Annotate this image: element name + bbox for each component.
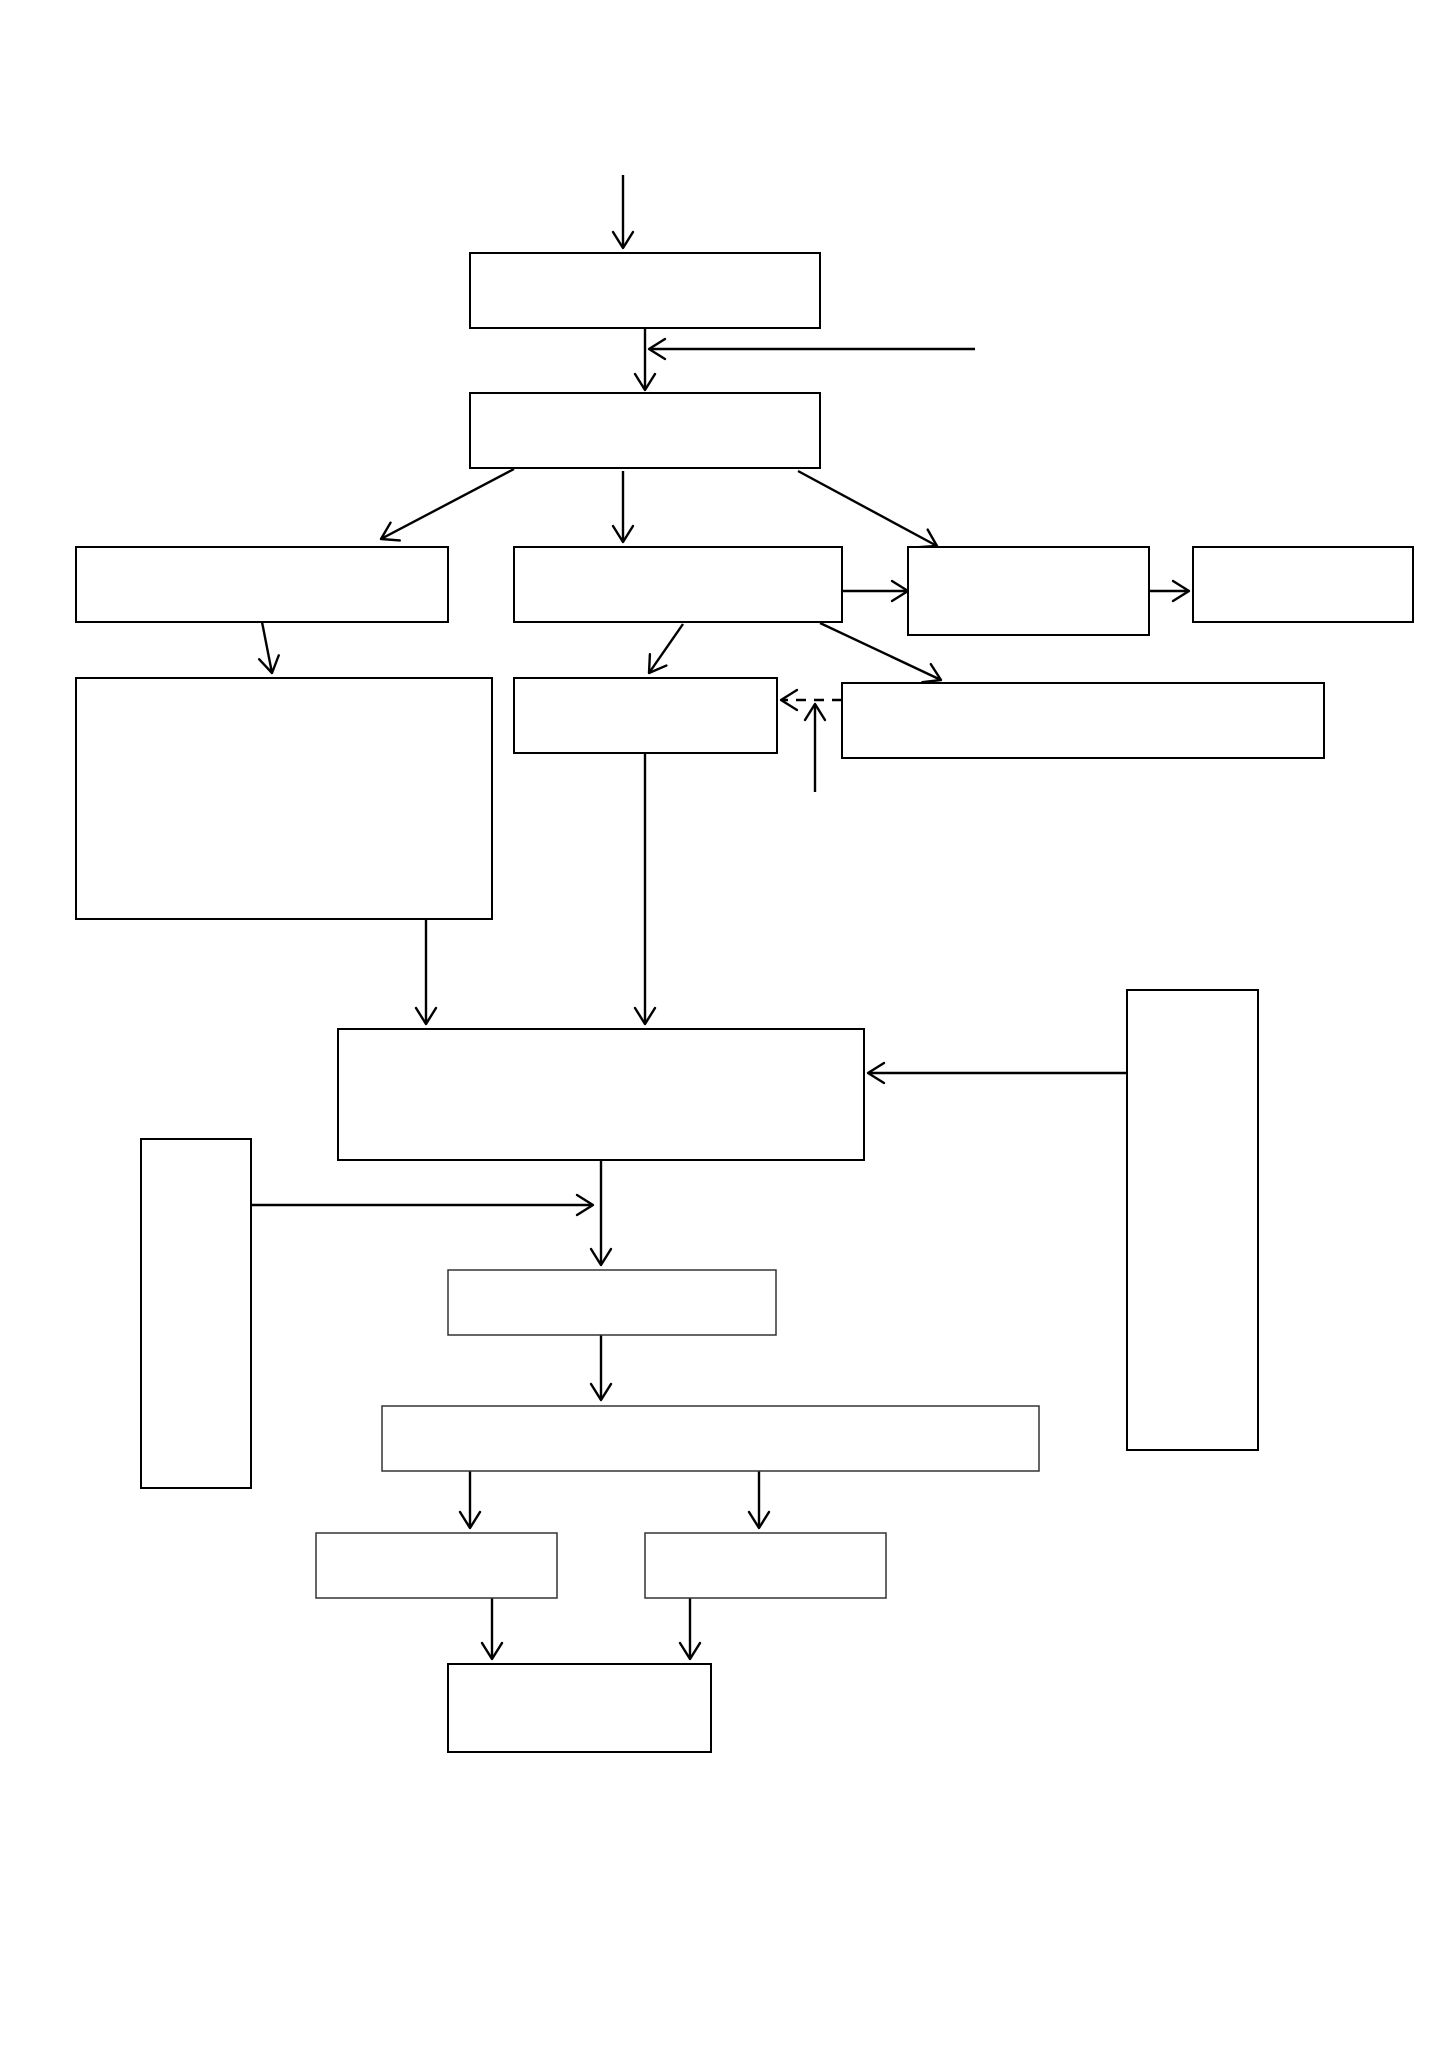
arrowhead-icon xyxy=(647,337,667,361)
flowchart-node-n17 xyxy=(447,1663,712,1753)
flowchart-node-n13 xyxy=(447,1269,777,1336)
arrowhead-icon xyxy=(747,1510,771,1530)
flowchart-node-n12 xyxy=(140,1138,252,1489)
flowchart-edge-e5 xyxy=(842,579,910,603)
flowchart-edge-e-entry xyxy=(611,175,635,250)
arrowhead-icon xyxy=(678,1641,702,1661)
flowchart-edge-e4 xyxy=(797,469,939,549)
arrowhead-icon xyxy=(379,521,402,542)
flowchart-node-n16 xyxy=(644,1532,887,1599)
flowchart-edge-e12 xyxy=(414,919,438,1026)
arrowhead-icon xyxy=(803,702,827,722)
flowchart-node-n1 xyxy=(469,252,821,329)
arrowhead-icon xyxy=(611,524,635,544)
arrowhead-icon xyxy=(575,1193,595,1217)
arrowhead-icon xyxy=(611,230,635,250)
edge-line xyxy=(648,623,684,674)
flowchart-edge-e7 xyxy=(257,621,280,675)
flowchart-node-n5 xyxy=(907,546,1150,636)
edge-line xyxy=(819,621,942,682)
flowchart-edge-e18 xyxy=(458,1471,482,1530)
flowchart-node-n10 xyxy=(337,1028,865,1161)
flowchart-edge-e6 xyxy=(1149,579,1191,603)
flowchart-edge-e15 xyxy=(589,1160,613,1267)
flowchart-edge-e14 xyxy=(866,1061,1127,1085)
arrowhead-icon xyxy=(633,1006,657,1026)
flowchart-edge-e19 xyxy=(747,1469,771,1530)
flowchart-node-n11 xyxy=(1126,989,1259,1451)
arrowhead-icon xyxy=(647,652,668,675)
flowchart-node-n7 xyxy=(75,677,493,920)
edge-line xyxy=(797,469,938,548)
flowchart-edge-e3 xyxy=(611,471,635,544)
flowchart-edge-e8 xyxy=(647,623,684,675)
flowchart-node-n4 xyxy=(513,546,843,623)
flowchart-node-n6 xyxy=(1192,546,1414,623)
flowchart-edge-e-side xyxy=(647,337,975,361)
arrowhead-icon xyxy=(866,1061,886,1085)
arrowhead-icon xyxy=(589,1247,613,1267)
nodes-layer xyxy=(75,252,1414,1753)
arrowhead-icon xyxy=(458,1510,482,1530)
edge-line xyxy=(260,621,274,674)
edge-line xyxy=(380,467,515,541)
arrowhead-icon xyxy=(257,654,280,675)
flowchart-edge-e11 xyxy=(803,702,827,792)
flowchart-node-n15 xyxy=(315,1532,558,1599)
arrowhead-icon xyxy=(1171,579,1191,603)
flowchart-edge-e1 xyxy=(633,328,657,392)
flowchart-edge-e10 xyxy=(779,688,842,712)
flowchart-node-n3 xyxy=(75,546,449,623)
arrowhead-icon xyxy=(480,1641,504,1661)
flowchart-edge-e16 xyxy=(251,1193,595,1217)
flowchart-edge-e2 xyxy=(379,467,515,542)
flowchart-node-n2 xyxy=(469,392,821,469)
flowchart-edge-e20 xyxy=(480,1598,504,1661)
arrowhead-icon xyxy=(779,688,799,712)
flowchart-edge-e9 xyxy=(819,621,943,684)
flowchart-edge-e13 xyxy=(633,753,657,1026)
arrowhead-icon xyxy=(921,662,943,684)
flowchart-edge-e17 xyxy=(589,1335,613,1402)
flowchart-edge-e21 xyxy=(678,1596,702,1661)
flowchart-node-n9 xyxy=(841,682,1325,759)
arrowhead-icon xyxy=(589,1382,613,1402)
arrowhead-icon xyxy=(414,1006,438,1026)
arrowhead-icon xyxy=(633,372,657,392)
flowchart-node-n8 xyxy=(513,677,778,754)
flowchart-node-n14 xyxy=(381,1405,1040,1472)
